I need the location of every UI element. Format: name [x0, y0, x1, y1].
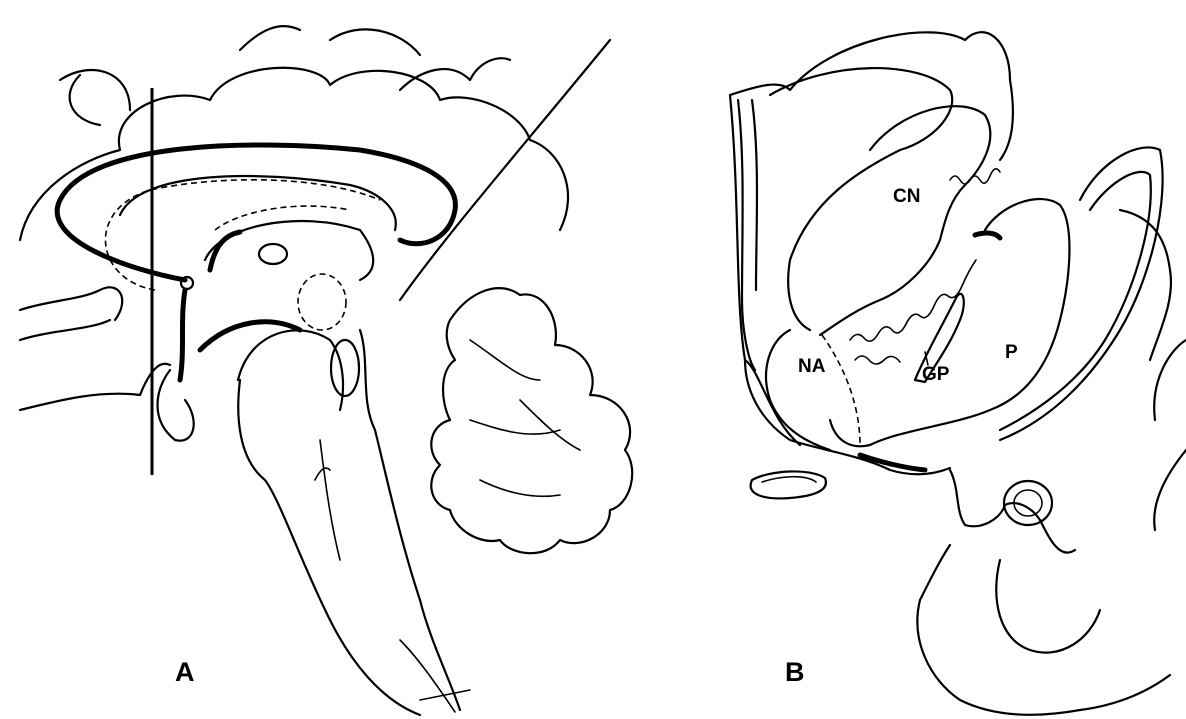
hypothalamus-floor: [180, 290, 300, 380]
label-nucleus-accumbens: NA: [798, 356, 826, 377]
nucleus-accumbens-outline: [766, 330, 830, 450]
temporal-lobe-outline: [745, 360, 1170, 715]
label-putamen: P: [1005, 342, 1018, 363]
label-globus-pallidus: GP: [922, 364, 950, 385]
sylvian-fissure: [1000, 147, 1163, 440]
panel-b-label: B: [785, 657, 805, 687]
fourth-ventricle: [315, 440, 340, 560]
dashed-nucleus: [298, 274, 346, 330]
pons-outline: [238, 330, 343, 410]
panel-a-label: A: [175, 657, 195, 687]
cingulate-gyrus: [770, 68, 952, 330]
brainstem-outline: [238, 330, 460, 715]
corpus-callosum-inner: [120, 176, 396, 230]
thalamus-outline: [205, 221, 373, 280]
panel-b-coronal-section: CN NA GP P B: [730, 32, 1186, 715]
frontal-gyri-lower: [20, 287, 170, 410]
brainstem-lower: [400, 640, 470, 712]
cerebellum-folia: [470, 340, 580, 496]
cerebellum-outline: [431, 288, 632, 553]
hemisphere-outer-outline: [730, 32, 1013, 360]
caudate-wavy-border: [950, 169, 1000, 184]
orbital-gyrus-inner: [762, 477, 816, 482]
nucleus-accumbens-dashed: [822, 335, 860, 445]
internal-capsule-lower: [855, 356, 900, 364]
orbital-gyrus: [751, 471, 826, 498]
label-caudate-nucleus: CN: [893, 186, 920, 207]
fornix-dashed: [215, 206, 350, 230]
pituitary: [158, 370, 194, 441]
base-fold: [950, 470, 1075, 553]
putamen-superior-notch: [975, 233, 1000, 238]
lateral-cortex: [1120, 210, 1186, 530]
cerebral-aqueduct: [331, 340, 359, 396]
massa-intermedia: [259, 244, 287, 264]
cortex-gyri-outline: [20, 26, 568, 240]
fornix-thick: [210, 232, 240, 270]
panel-a-sagittal-brain: A: [20, 26, 632, 715]
ventral-base-outline: [745, 360, 950, 474]
putamen-outline: [830, 199, 1069, 446]
